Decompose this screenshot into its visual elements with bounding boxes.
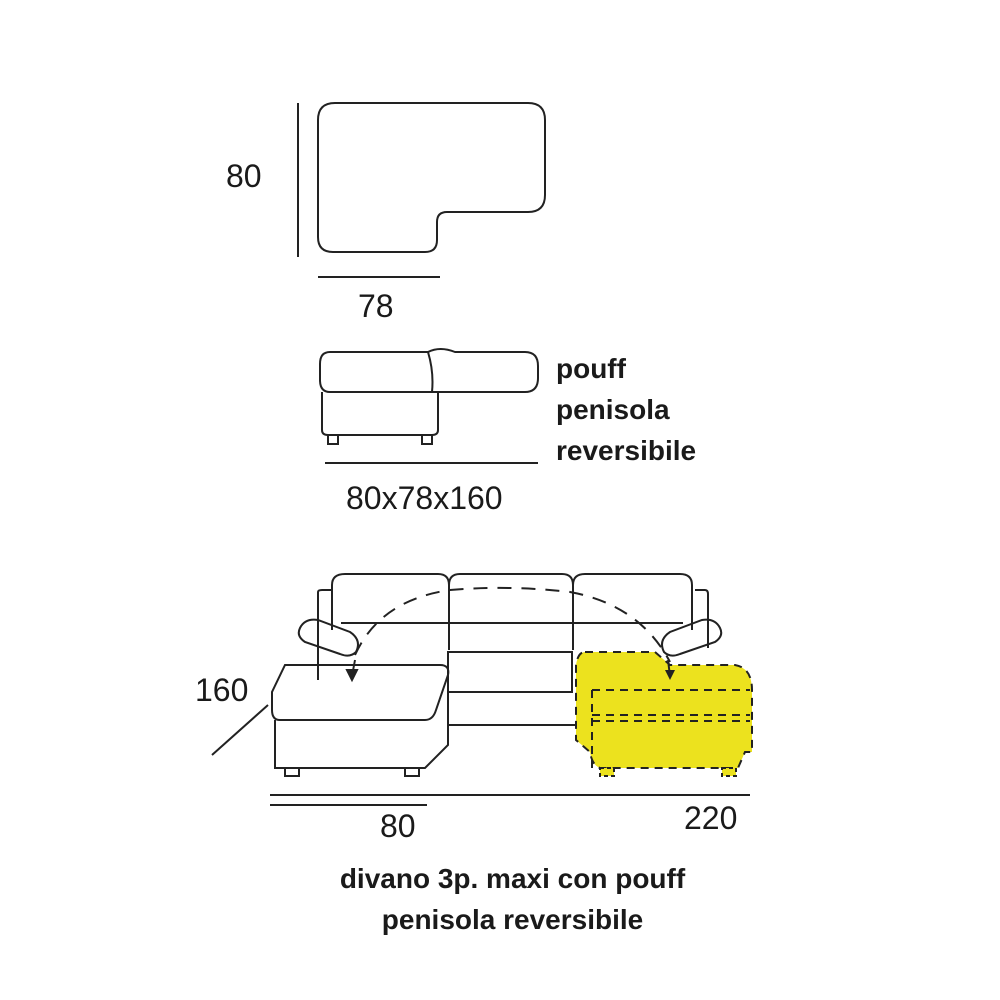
top-view-width-label: 78: [358, 288, 394, 324]
sofa-caption: divano 3p. maxi con pouff penisola rever…: [0, 858, 1000, 940]
sofa-drawing: [211, 573, 750, 806]
top-view-outline: [317, 102, 546, 253]
pouff-caption-line: pouff: [556, 353, 626, 384]
pouff-width-label: 80: [380, 808, 416, 844]
top-view-height-label: 80: [226, 158, 262, 194]
pouff-drawing: [319, 348, 539, 464]
pouff-caption-line: reversibile: [556, 435, 697, 466]
sofa-depth-label: 160: [195, 672, 249, 708]
sofa-caption-line: penisola reversibile: [381, 904, 644, 935]
pouff-caption-line: penisola: [556, 394, 670, 425]
pouff-highlight: [575, 651, 753, 777]
pouff-dimensions-label: 80x78x160: [346, 480, 503, 516]
pouff-caption: pouff penisola reversibile: [556, 348, 696, 471]
sofa-caption-line: divano 3p. maxi con pouff: [339, 863, 686, 894]
total-width-label: 220: [684, 800, 738, 836]
